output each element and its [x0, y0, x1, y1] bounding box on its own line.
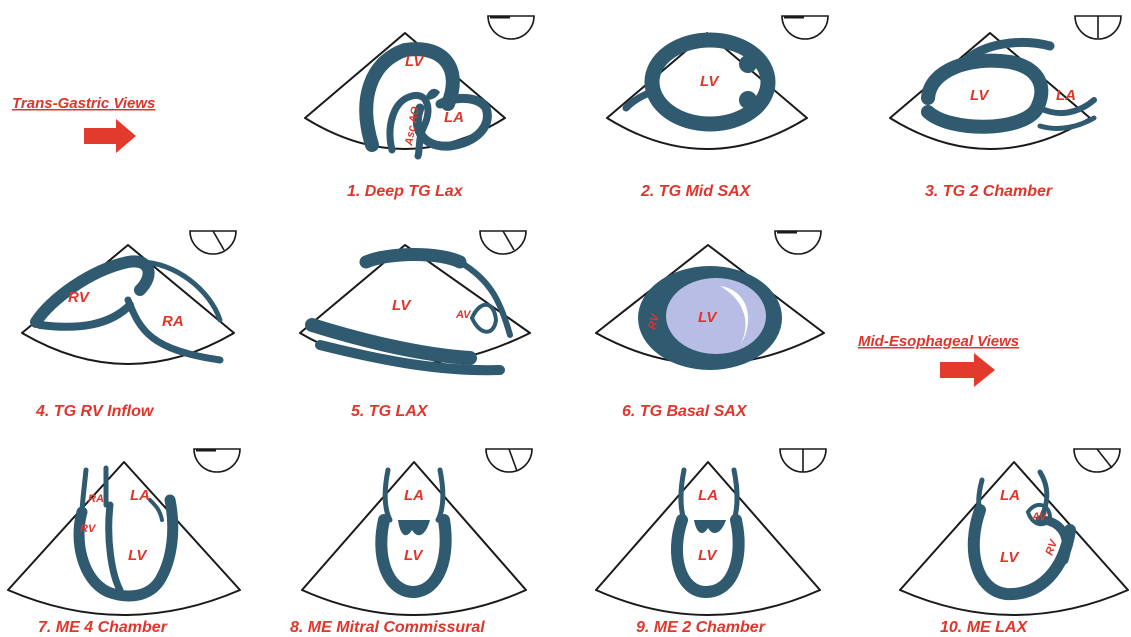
- view-caption: 5. TG LAX: [351, 403, 429, 420]
- ra-label: RA: [162, 313, 184, 330]
- probe-angle-icon: [480, 231, 526, 254]
- view-caption: 8. ME Mitral Commissural: [290, 619, 485, 636]
- view-5-tg-lax: LV AV 5. TG LAX: [300, 231, 530, 420]
- view-6-tg-basal-sax: LV RV 6. TG Basal SAX: [596, 231, 824, 420]
- probe-angle-icon: [775, 231, 821, 254]
- lv-label: LV: [698, 547, 718, 564]
- view-caption: 7. ME 4 Chamber: [38, 619, 168, 636]
- view-caption: 10. ME LAX: [940, 619, 1028, 636]
- view-8-me-mitral-commissural: LA LV 8. ME Mitral Commissural: [290, 449, 532, 636]
- probe-angle-icon: [780, 449, 826, 472]
- av-label: AV: [455, 309, 472, 321]
- la-label: LA: [444, 109, 464, 126]
- right-arrow-icon: [84, 119, 136, 153]
- la-label: LA: [404, 487, 424, 504]
- lv-label: LV: [405, 53, 425, 70]
- view-caption: 2. TG Mid SAX: [640, 183, 752, 200]
- la-label: LA: [1056, 87, 1076, 104]
- av-label: AV: [1031, 511, 1048, 523]
- right-arrow-icon: [940, 353, 995, 387]
- la-label: LA: [1000, 487, 1020, 504]
- lv-label: LV: [128, 547, 148, 564]
- view-7-me-4-chamber: RA LA RV LV 7. ME 4 Chamber: [8, 449, 240, 636]
- lv-label: LV: [392, 297, 412, 314]
- lv-label: LV: [404, 547, 424, 564]
- rv-label: RV: [80, 523, 97, 535]
- rv-label: RV: [68, 289, 91, 306]
- view-4-tg-rv-inflow: RV RA 4. TG RV Inflow: [22, 231, 236, 420]
- view-caption: 9. ME 2 Chamber: [636, 619, 766, 636]
- view-caption: 1. Deep TG Lax: [347, 183, 464, 200]
- probe-angle-icon: [486, 449, 532, 472]
- probe-angle-icon: [190, 231, 236, 254]
- lv-label: LV: [1000, 549, 1020, 566]
- lv-label: LV: [700, 73, 720, 90]
- probe-angle-icon: [1074, 449, 1120, 472]
- view-caption: 3. TG 2 Chamber: [925, 183, 1053, 200]
- lv-label: LV: [970, 87, 990, 104]
- ra-label: RA: [88, 493, 104, 505]
- la-label: LA: [130, 487, 150, 504]
- lv-label: LV: [698, 309, 718, 326]
- view-caption: 6. TG Basal SAX: [622, 403, 748, 420]
- probe-angle-icon: [782, 16, 828, 39]
- la-label: LA: [698, 487, 718, 504]
- probe-angle-icon: [488, 16, 534, 39]
- view-3-tg-2-chamber: LV LA 3. TG 2 Chamber: [890, 16, 1121, 200]
- view-2-tg-mid-sax: LV 2. TG Mid SAX: [607, 16, 828, 200]
- view-caption: 4. TG RV Inflow: [35, 403, 155, 420]
- probe-angle-icon: [1075, 16, 1121, 39]
- view-9-me-2-chamber: LA LV 9. ME 2 Chamber: [596, 449, 826, 636]
- view-1-deep-tg-lax: LV LA Asc AO 1. Deep TG Lax: [305, 16, 534, 200]
- probe-angle-icon: [194, 449, 240, 472]
- mid-esophageal-views-label: Mid-Esophageal Views: [858, 333, 1019, 350]
- trans-gastric-views-label: Trans-Gastric Views: [12, 95, 155, 112]
- view-10-me-lax: LA AV LV RV 10. ME LAX: [900, 449, 1128, 636]
